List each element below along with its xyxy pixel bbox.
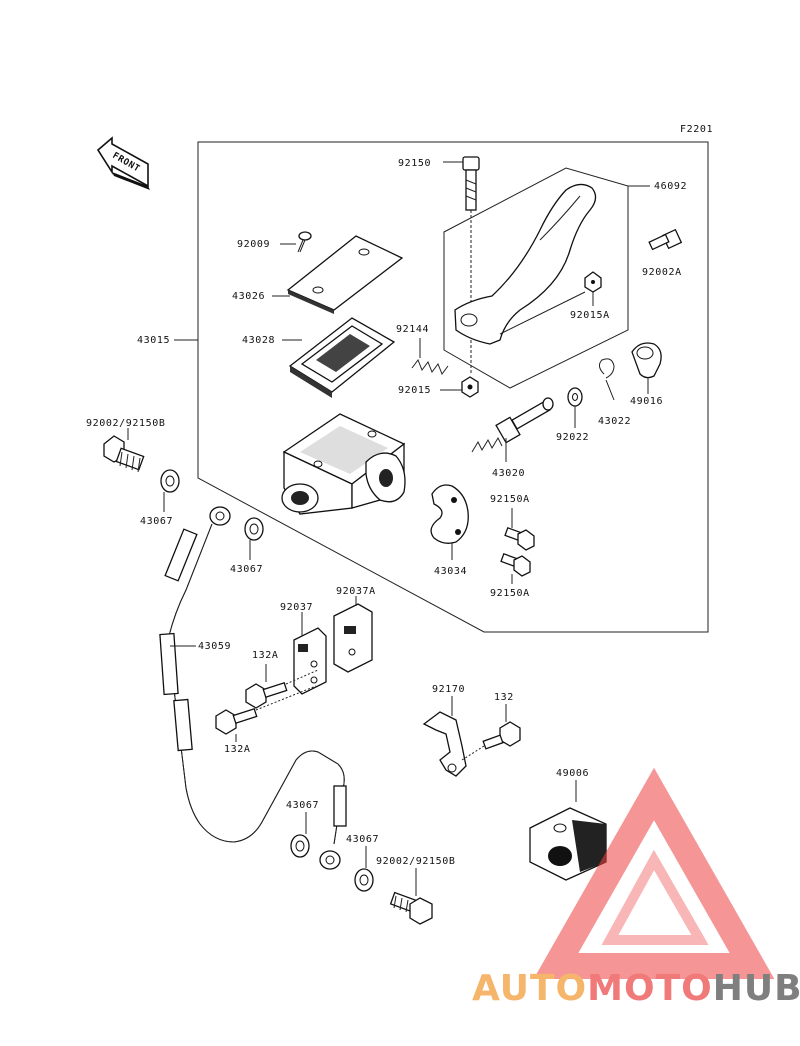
- pivot-bolt: [462, 156, 480, 211]
- banjo-bolt-bottom: [389, 891, 433, 925]
- label-132A-2: 132A: [224, 744, 250, 755]
- nut-92015A: [584, 271, 602, 293]
- watermark-hub: HUB: [713, 968, 800, 1009]
- label-92037A: 92037A: [336, 586, 376, 597]
- label-46092: 46092: [654, 181, 687, 192]
- clamp-92037: [293, 627, 327, 695]
- label-43028: 43028: [242, 335, 275, 346]
- label-43067-1: 43067: [140, 516, 173, 527]
- label-92022: 92022: [556, 432, 589, 443]
- figure-id: F2201: [680, 124, 713, 135]
- bolt-132A-1: [245, 681, 288, 709]
- watermark-text: AUTOMOTOHUB: [472, 968, 800, 1009]
- piston-kit: [471, 397, 554, 453]
- label-92002A: 92002A: [642, 267, 682, 278]
- diaphragm: [288, 317, 396, 398]
- clamp-92037A: [333, 603, 373, 673]
- label-92150A-2: 92150A: [490, 588, 530, 599]
- label-43015: 43015: [137, 335, 170, 346]
- bolt-132A-2: [215, 707, 258, 735]
- label-43067-2: 43067: [230, 564, 263, 575]
- washer-92022: [567, 387, 583, 407]
- front-arrow-icon: FRONT: [96, 136, 150, 190]
- bolt-132: [482, 721, 521, 750]
- label-43022: 43022: [598, 416, 631, 427]
- label-49016: 49016: [630, 396, 663, 407]
- label-132A-1: 132A: [252, 650, 278, 661]
- guard-49006: [529, 807, 607, 881]
- label-92170: 92170: [432, 684, 465, 695]
- spring-92144: [411, 358, 449, 376]
- washer-43067-4: [354, 868, 374, 892]
- boot-49016: [631, 342, 662, 379]
- label-92009: 92009: [237, 239, 270, 250]
- label-43059: 43059: [198, 641, 231, 652]
- label-49006: 49006: [556, 768, 589, 779]
- label-92150: 92150: [398, 158, 431, 169]
- bracket-92170: [422, 711, 467, 777]
- label-92002-92150B-top: 92002/92150B: [86, 418, 165, 429]
- watermark-moto: MOTO: [587, 968, 713, 1009]
- label-43067-4: 43067: [346, 834, 379, 845]
- reservoir-cap: [286, 235, 404, 314]
- watermark-auto: AUTO: [472, 968, 587, 1009]
- label-132: 132: [494, 692, 514, 703]
- bolt-92150A-1: [504, 527, 535, 551]
- master-cylinder-body: [281, 413, 406, 515]
- lever-box: [443, 167, 629, 389]
- assembly-outline: [197, 141, 709, 633]
- label-43034: 43034: [434, 566, 467, 577]
- label-92150A-1: 92150A: [490, 494, 530, 505]
- banjo-bolt-top: [103, 435, 145, 473]
- label-92144: 92144: [396, 324, 429, 335]
- watermark-logo: [533, 767, 775, 979]
- nut-92015: [461, 376, 479, 398]
- label-43026: 43026: [232, 291, 265, 302]
- washer-43067-3: [290, 834, 310, 858]
- circlip-43022: [598, 358, 615, 379]
- washer-43067-2: [244, 517, 264, 541]
- label-43020: 43020: [492, 468, 525, 479]
- label-92037: 92037: [280, 602, 313, 613]
- label-92015: 92015: [398, 385, 431, 396]
- watermark-triangle-icon: [533, 767, 775, 979]
- label-92015A: 92015A: [570, 310, 610, 321]
- brake-hose: [159, 506, 347, 870]
- label-92002-92150B-bottom: 92002/92150B: [376, 856, 455, 867]
- label-43067-3: 43067: [286, 800, 319, 811]
- bolt-92002A: [648, 228, 683, 251]
- screw-92009: [297, 231, 312, 253]
- bolt-92150A-2: [500, 553, 531, 577]
- washer-43067-1: [160, 469, 180, 493]
- brake-lever: [454, 183, 597, 345]
- clamp-43034: [430, 484, 469, 544]
